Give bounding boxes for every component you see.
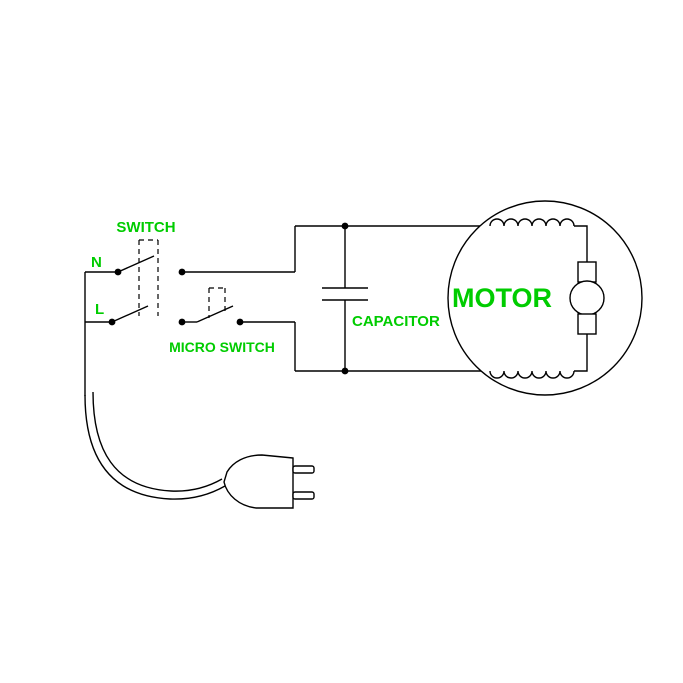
- contact-dot: [114, 268, 122, 276]
- power-cord-inner: [92, 391, 223, 492]
- motor-label: MOTOR: [452, 283, 552, 313]
- motor-armature-circle: [569, 280, 605, 316]
- plug-prong-bottom: [292, 491, 315, 500]
- junction-dot: [341, 367, 349, 375]
- contact-dot: [108, 318, 116, 326]
- neutral-label: N: [91, 254, 102, 271]
- motor-brush-top: [577, 261, 597, 283]
- motor-bottom-winding-coil: [489, 370, 575, 379]
- capacitor-label: CAPACITOR: [352, 313, 440, 330]
- motor-internal-wire-top: [574, 225, 588, 262]
- contact-dot: [178, 268, 186, 276]
- junction-dot: [341, 222, 349, 230]
- plug-prong-top: [292, 465, 315, 474]
- power-cord-outer: [84, 394, 226, 500]
- motor-internal-wire-bottom: [574, 334, 588, 372]
- motor-outline-circle: [447, 200, 643, 396]
- micro-switch-blade: [196, 305, 234, 323]
- switch-label: SWITCH: [116, 219, 175, 236]
- switch-blade-live: [111, 305, 149, 323]
- plug-body: [223, 454, 294, 509]
- motor-brush-bottom: [577, 313, 597, 335]
- live-label: L: [95, 301, 104, 318]
- contact-dot: [178, 318, 186, 326]
- contact-dot: [236, 318, 244, 326]
- switch-blade-neutral: [117, 255, 155, 273]
- micro-switch-label: MICRO SWITCH: [169, 339, 275, 355]
- motor-top-winding-coil: [489, 218, 575, 227]
